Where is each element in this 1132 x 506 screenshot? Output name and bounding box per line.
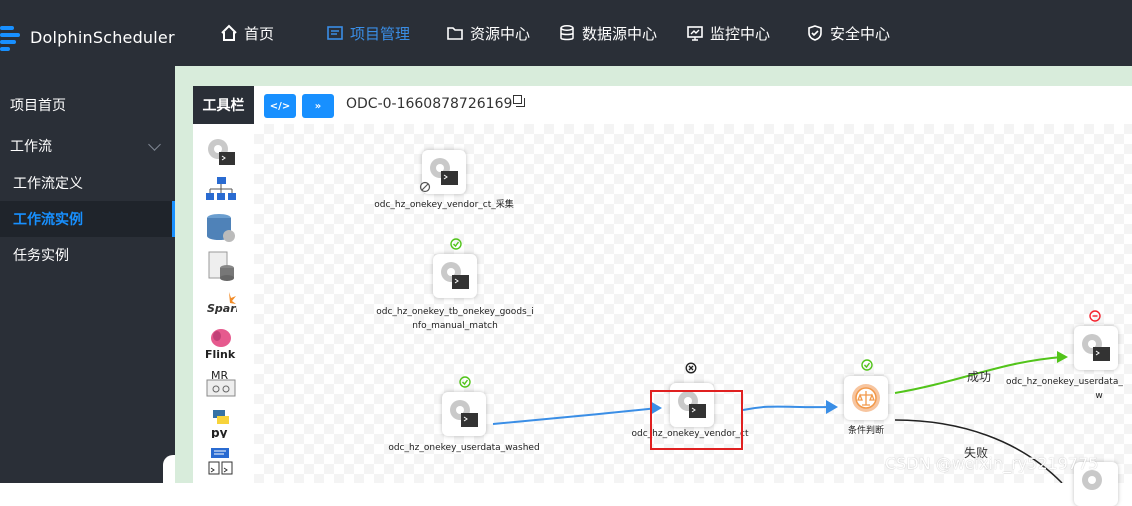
sidebar-item-workflow-definition[interactable]: 工作流定义: [0, 165, 175, 201]
edge-label-success: 成功: [967, 370, 992, 384]
task-node-vendor-ct-collect[interactable]: [422, 150, 466, 194]
mr-icon[interactable]: MR: [205, 368, 237, 400]
sub-process-icon[interactable]: [205, 174, 237, 206]
success-status-icon: [861, 359, 873, 371]
sidebar-item-workflow-instance[interactable]: 工作流实例: [0, 201, 175, 237]
python-icon[interactable]: py: [205, 406, 237, 440]
success-status-icon: [450, 238, 462, 250]
task-node-userdata-washed[interactable]: [442, 392, 486, 436]
nav-home-label: 首页: [244, 24, 275, 43]
node-label: 条件判断: [847, 426, 884, 436]
nav-security-label: 安全中心: [830, 24, 891, 43]
sidebar-item-label: 项目首页: [10, 98, 66, 114]
node-label: odc_hz_onekey_userdata_washed: [388, 443, 540, 453]
nav-resource[interactable]: 资源中心: [446, 0, 530, 66]
folder-icon: [447, 27, 463, 40]
node-label-line2: w: [1095, 391, 1103, 401]
sidebar-item-label: 工作流实例: [13, 212, 83, 228]
svg-text:Flink: Flink: [205, 348, 236, 361]
top-navbar: DolphinScheduler 首页 项目管理 资源中心 数据源中心 监控中心…: [0, 0, 1132, 66]
nav-monitor[interactable]: 监控中心: [686, 0, 770, 66]
dependent-icon[interactable]: [205, 446, 237, 478]
sidebar-collapse-handle[interactable]: [163, 455, 177, 483]
sidebar-item-workflow[interactable]: 工作流: [0, 128, 175, 164]
node-label-line2: nfo_manual_match: [412, 321, 498, 331]
project-icon: [327, 26, 343, 40]
toolbox-title: 工具栏: [193, 86, 254, 124]
nav-datasource-label: 数据源中心: [582, 24, 658, 43]
shell-task-icon: [678, 391, 706, 418]
sidebar-item-label: 工作流定义: [13, 176, 83, 192]
failed-status-icon: [1089, 310, 1101, 322]
flink-icon[interactable]: Flink: [205, 326, 237, 362]
edge-condition-success: [894, 356, 1063, 394]
node-label: odc_hz_onekey_vendor_ct_采集: [374, 200, 514, 210]
toolbox-panel: 工具栏 Spark Flink MR py: [193, 86, 254, 483]
database-icon: [560, 25, 574, 41]
sidebar-item-task-instance[interactable]: 任务实例: [0, 237, 175, 273]
sql-icon[interactable]: [205, 250, 237, 282]
copy-icon[interactable]: [513, 95, 525, 107]
shell-task-icon: [430, 158, 458, 185]
dag-edges: [492, 351, 1068, 483]
shell-icon[interactable]: [205, 136, 237, 168]
node-label-line1: odc_hz_onekey_userdata_: [1006, 377, 1123, 387]
nav-home[interactable]: 首页: [220, 0, 274, 66]
svg-text:MR: MR: [211, 369, 228, 382]
node-label-line1: odc_hz_onekey_tb_onekey_goods_i: [376, 307, 534, 317]
nav-project-label: 项目管理: [350, 24, 411, 43]
task-node-condition[interactable]: [844, 376, 888, 420]
shell-task-icon: [1082, 334, 1110, 361]
condition-task-icon: [852, 384, 880, 412]
selection-highlight-box: [650, 390, 743, 450]
edge-washed-to-vendor: [492, 407, 659, 425]
workflow-name: ODC-0-1660878726169: [346, 96, 513, 112]
dolphin-logo-icon: [0, 22, 22, 52]
forward-button[interactable]: »: [302, 94, 334, 118]
dag-canvas[interactable]: [254, 124, 1132, 483]
svg-text:Spark: Spark: [207, 302, 237, 315]
edge-condition-fail: [894, 419, 1063, 483]
sidebar-item-label: 工作流: [10, 139, 52, 155]
node-label: odc_hz_onekey_vendor_ct: [631, 429, 749, 439]
sidebar-item-label: 任务实例: [13, 248, 69, 264]
svg-text:py: py: [211, 426, 228, 438]
edge-vendor-to-condition: [742, 405, 829, 411]
nav-resource-label: 资源中心: [470, 24, 531, 43]
canvas-header: </> » ODC-0-1660878726169: [254, 86, 1132, 124]
view-code-button[interactable]: </>: [264, 94, 296, 118]
nav-datasource[interactable]: 数据源中心: [558, 0, 657, 66]
app-logo[interactable]: DolphinScheduler: [0, 18, 175, 56]
edge-label-fail: 失败: [964, 446, 989, 460]
app-title: DolphinScheduler: [30, 27, 175, 47]
nav-security[interactable]: 安全中心: [806, 0, 890, 66]
nav-monitor-label: 监控中心: [710, 24, 771, 43]
left-sidebar: 项目首页 工作流 工作流定义 工作流实例 任务实例: [0, 66, 175, 483]
shield-icon: [808, 25, 822, 41]
killed-status-icon: [685, 362, 697, 374]
shell-task-icon: [441, 262, 469, 289]
task-node-goods-info-match[interactable]: [433, 254, 477, 298]
sidebar-item-project-home[interactable]: 项目首页: [0, 87, 175, 123]
procedure-icon[interactable]: [205, 212, 237, 244]
task-node-userdata-w[interactable]: [1074, 326, 1118, 370]
success-status-icon: [459, 376, 471, 388]
task-node-vendor-ct[interactable]: [670, 383, 714, 427]
shell-task-icon: [450, 400, 478, 427]
nav-project[interactable]: 项目管理: [326, 0, 410, 66]
home-icon: [221, 24, 237, 41]
monitor-icon: [687, 26, 703, 41]
forbidden-status-icon: [419, 181, 431, 193]
watermark-text: CSDN @weixin_ry5219775: [885, 454, 1099, 473]
spark-icon[interactable]: Spark: [205, 290, 244, 322]
